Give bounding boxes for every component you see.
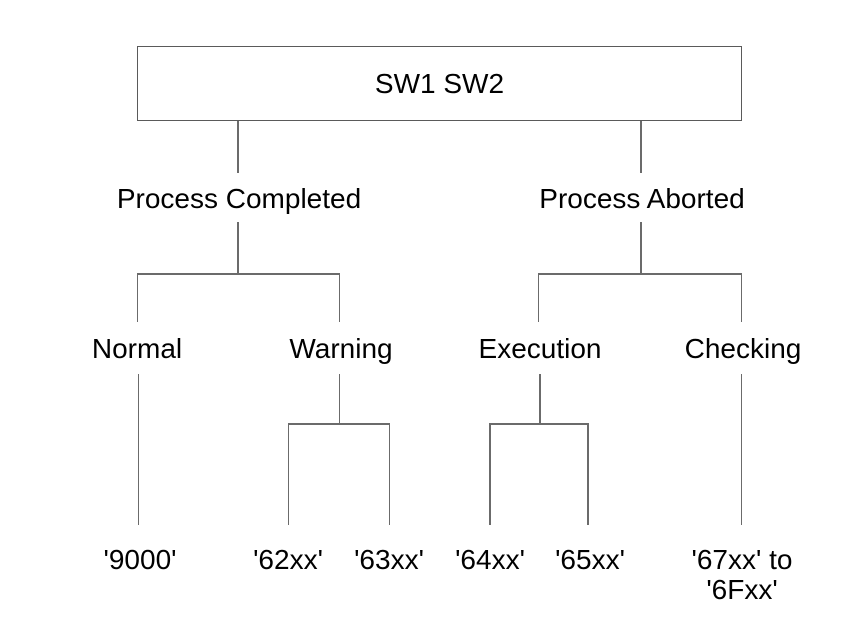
connector-process-aborted-stem xyxy=(640,222,642,274)
connector-execution-bracket xyxy=(489,423,589,425)
connector-execution-stem xyxy=(539,374,541,424)
connector-bracket-to-warning xyxy=(338,273,340,322)
connector-bracket-to-normal xyxy=(136,273,138,322)
leaf-label-65xx: '65xx' xyxy=(555,544,625,575)
connector-aborted-bracket xyxy=(537,273,742,275)
connector-bracket-to-execution xyxy=(537,273,539,322)
connector-bracket-to-64xx xyxy=(489,423,491,525)
node-label-process-aborted: Process Aborted xyxy=(539,183,745,214)
node-label-execution: Execution xyxy=(478,333,602,364)
connector-bracket-to-62xx xyxy=(287,423,289,525)
root-node-box: SW1 SW2 xyxy=(137,46,742,121)
connector-warning-bracket xyxy=(287,423,390,425)
connector-root-to-process-aborted xyxy=(640,121,642,173)
node-label-warning: Warning xyxy=(289,333,393,364)
leaf-label-62xx: '62xx' xyxy=(253,544,323,575)
connector-bracket-to-63xx xyxy=(388,423,390,525)
connector-normal-to-9000 xyxy=(137,374,139,525)
connector-bracket-to-65xx xyxy=(587,423,589,525)
connector-checking-to-67xx xyxy=(740,374,742,525)
node-label-process-completed: Process Completed xyxy=(116,183,362,214)
leaf-label-63xx: '63xx' xyxy=(354,544,424,575)
connector-bracket-to-checking xyxy=(740,273,742,322)
connector-warning-stem xyxy=(338,374,340,424)
leaf-label-64xx: '64xx' xyxy=(455,544,525,575)
leaf-label-9000: '9000' xyxy=(103,544,177,575)
leaf-label-67xx-to-6Fxx: '67xx' to '6Fxx' xyxy=(691,544,793,605)
connector-completed-bracket xyxy=(136,273,340,275)
node-label-checking: Checking xyxy=(684,333,802,364)
connector-root-to-process-completed xyxy=(237,121,239,173)
root-node-label: SW1 SW2 xyxy=(374,67,505,99)
connector-process-completed-stem xyxy=(237,222,239,274)
node-label-normal: Normal xyxy=(91,333,183,364)
